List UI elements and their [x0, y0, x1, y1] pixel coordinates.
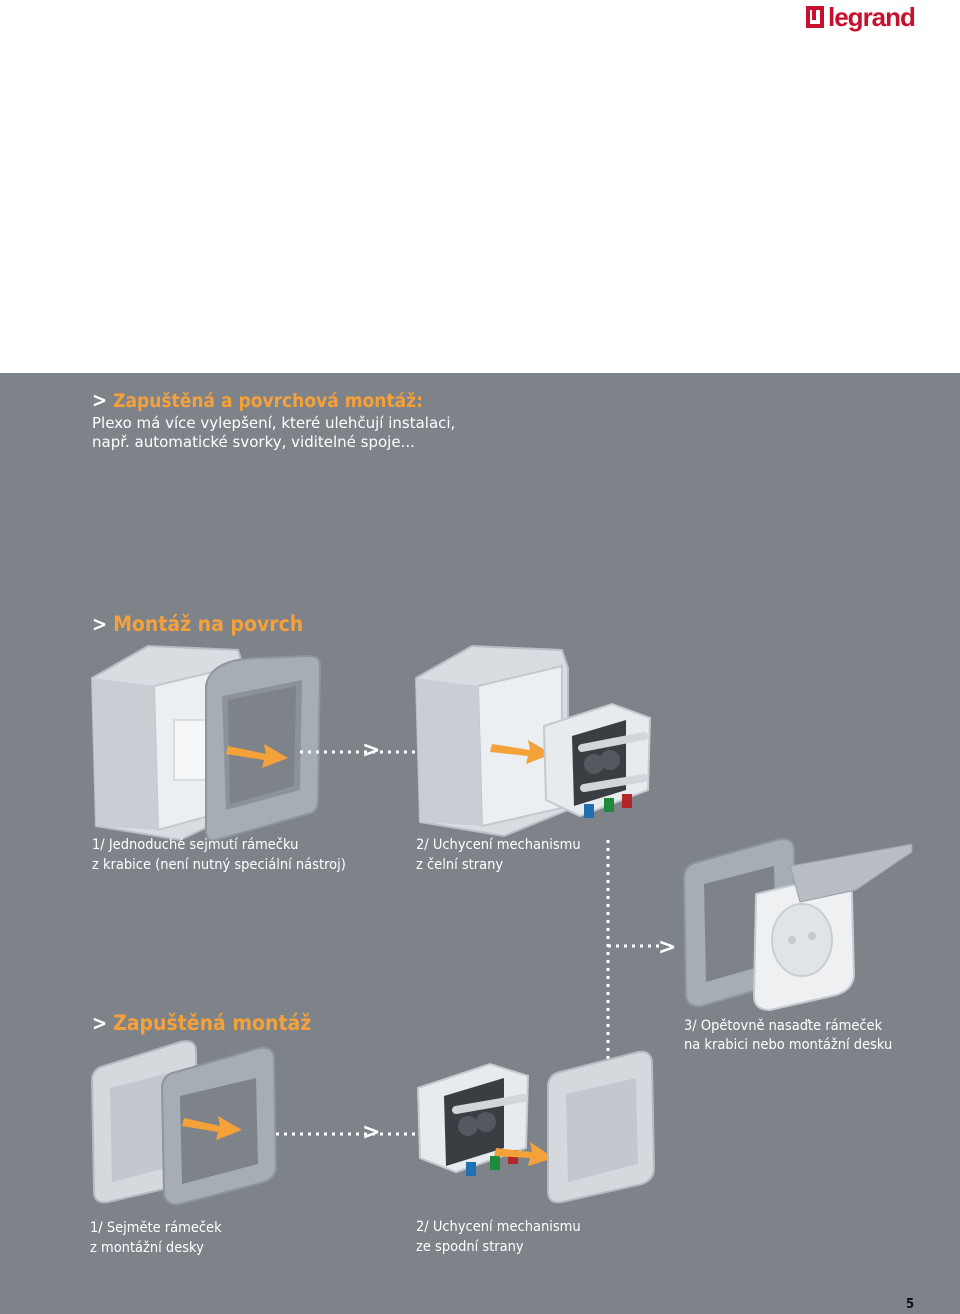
- heading-arrow-icon: >: [92, 612, 108, 636]
- mechanism-into-plate-illustration: [416, 1050, 656, 1204]
- dotted-connector: [276, 1132, 426, 1136]
- socket-with-frame-illustration: [682, 838, 913, 1012]
- intro-heading: >Zapuštěná a povrchová montáž:: [92, 388, 423, 412]
- intro-text-line2: např. automatické svorky, viditelné spoj…: [92, 433, 415, 451]
- legrand-logo: legrand: [806, 2, 918, 34]
- heading-arrow-icon: >: [92, 1011, 108, 1035]
- heading-arrow-icon: >: [92, 388, 108, 412]
- page-number: 5: [906, 1297, 915, 1312]
- step-arrow-icon: >: [362, 738, 381, 763]
- logo-wordmark: legrand: [828, 2, 915, 32]
- surface-heading: >Montáž na povrch: [92, 612, 304, 636]
- surface-box-with-mechanism-illustration: [414, 644, 652, 838]
- step-arrow-icon: >: [362, 1120, 381, 1145]
- intro-text-line1: Plexo má více vylepšení, které ulehčují …: [92, 414, 456, 432]
- flush-step2-caption-line2: ze spodní strany: [416, 1239, 524, 1255]
- dotted-connector: [300, 750, 450, 754]
- surface-step1-caption-line1: 1/ Jednoduché sejmutí rámečku: [92, 837, 299, 853]
- mounting-plate-with-frame-illustration: [90, 1040, 278, 1206]
- flush-step1-caption-line1: 1/ Sejměte rámeček: [90, 1220, 222, 1236]
- step-arrow-icon: >: [658, 935, 677, 960]
- flush-heading: >Zapuštěná montáž: [92, 1011, 312, 1035]
- surface-step3-caption-line2: na krabici nebo montážní desku: [684, 1037, 893, 1053]
- surface-step2-caption-line1: 2/ Uchycení mechanismu: [416, 837, 581, 853]
- flush-step2-caption-line1: 2/ Uchycení mechanismu: [416, 1219, 581, 1235]
- surface-step2-caption-line2: z čelní strany: [416, 857, 504, 873]
- surface-step1-caption-line2: z krabice (není nutný speciální nástroj): [92, 857, 346, 873]
- flush-step1-caption-line2: z montážní desky: [90, 1240, 204, 1256]
- surface-box-with-frame-illustration: [90, 644, 322, 842]
- surface-step3-caption-line1: 3/ Opětovně nasaďte rámeček: [684, 1018, 883, 1034]
